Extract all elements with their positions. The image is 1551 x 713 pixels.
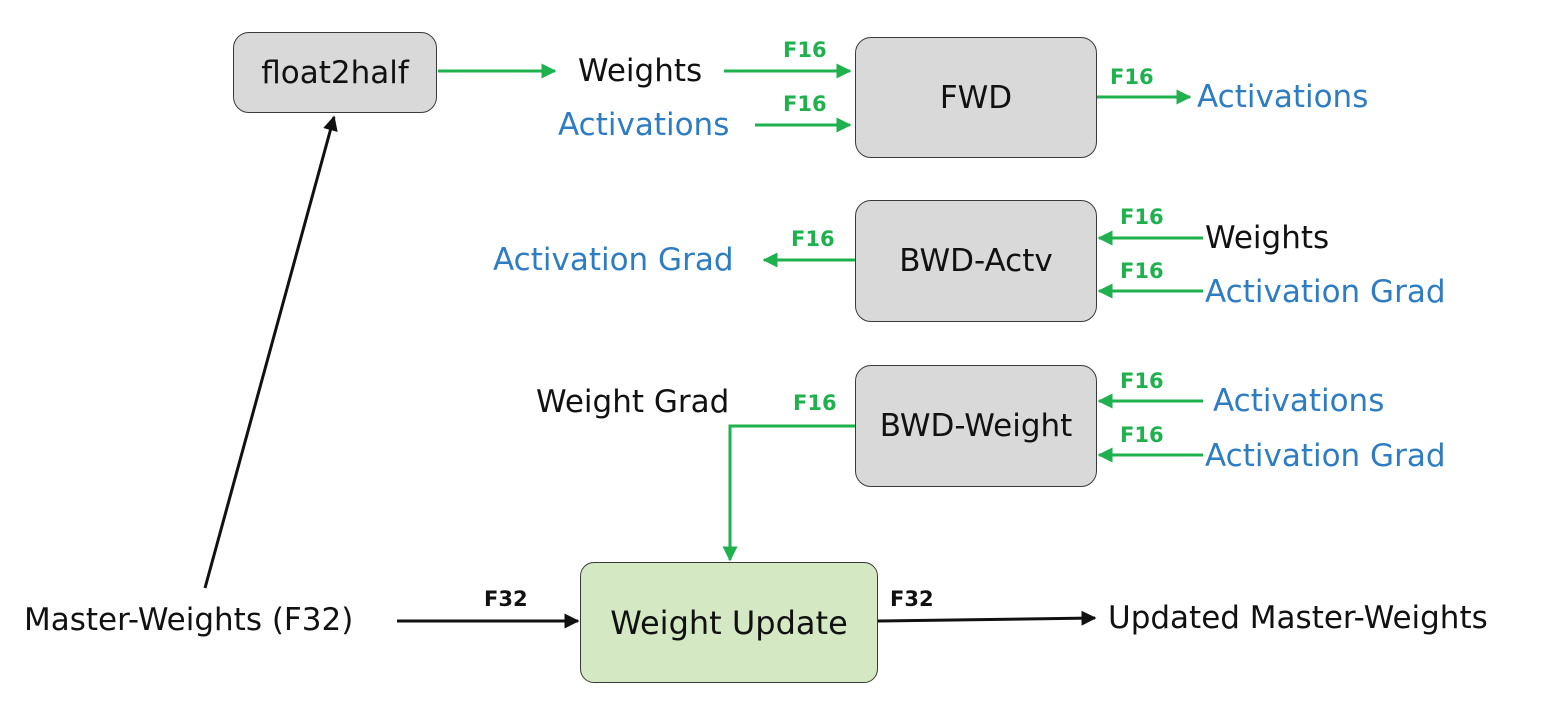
fwd-input-weights-label: Weights	[578, 53, 703, 89]
update-to-updated-master-arrow	[877, 610, 1097, 626]
bwd-weight-output-precision-tag: F16	[793, 391, 837, 415]
fwd-input-activations-precision-tag: F16	[783, 92, 827, 116]
bwd-weight-input-activations-label: Activations	[1213, 383, 1385, 419]
fwd-box: FWD	[855, 37, 1097, 158]
update-output-precision-tag: F32	[890, 587, 934, 611]
fwd-input-activations-label: Activations	[558, 107, 730, 143]
bwd-weight-input-activation-grad-label: Activation Grad	[1205, 438, 1446, 474]
fwd-input-weights-precision-tag: F16	[783, 38, 827, 62]
update-input-precision-tag: F32	[484, 587, 528, 611]
bwd-actv-input-weights-label: Weights	[1205, 220, 1330, 256]
updated-master-weights-label: Updated Master-Weights	[1108, 600, 1488, 636]
bwd-weight-input-grad-precision-tag: F16	[1120, 423, 1164, 447]
bwd-actv-input-activation-grad-label: Activation Grad	[1205, 274, 1446, 310]
weight-grad-to-update-arrow	[722, 424, 856, 562]
bwd-actv-output-activation-grad-label: Activation Grad	[493, 242, 734, 278]
weight-update-box: Weight Update	[580, 562, 878, 683]
bwd-weight-output-weight-grad-label: Weight Grad	[536, 384, 730, 420]
fwd-output-activations-label: Activations	[1197, 79, 1369, 115]
bwd-actv-box: BWD-Actv	[855, 200, 1097, 322]
fwd-output-precision-tag: F16	[1110, 65, 1154, 89]
bwd-weight-box: BWD-Weight	[855, 365, 1097, 487]
master-weights-label: Master-Weights (F32)	[24, 602, 354, 638]
float2half-box: float2half	[233, 32, 437, 113]
bwd-actv-output-precision-tag: F16	[791, 227, 835, 251]
bwd-actv-input-weights-precision-tag: F16	[1120, 205, 1164, 229]
bwd-weight-input-activations-precision-tag: F16	[1120, 369, 1164, 393]
master-to-float2half-arrow	[203, 115, 338, 589]
bwd-actv-input-grad-precision-tag: F16	[1120, 259, 1164, 283]
